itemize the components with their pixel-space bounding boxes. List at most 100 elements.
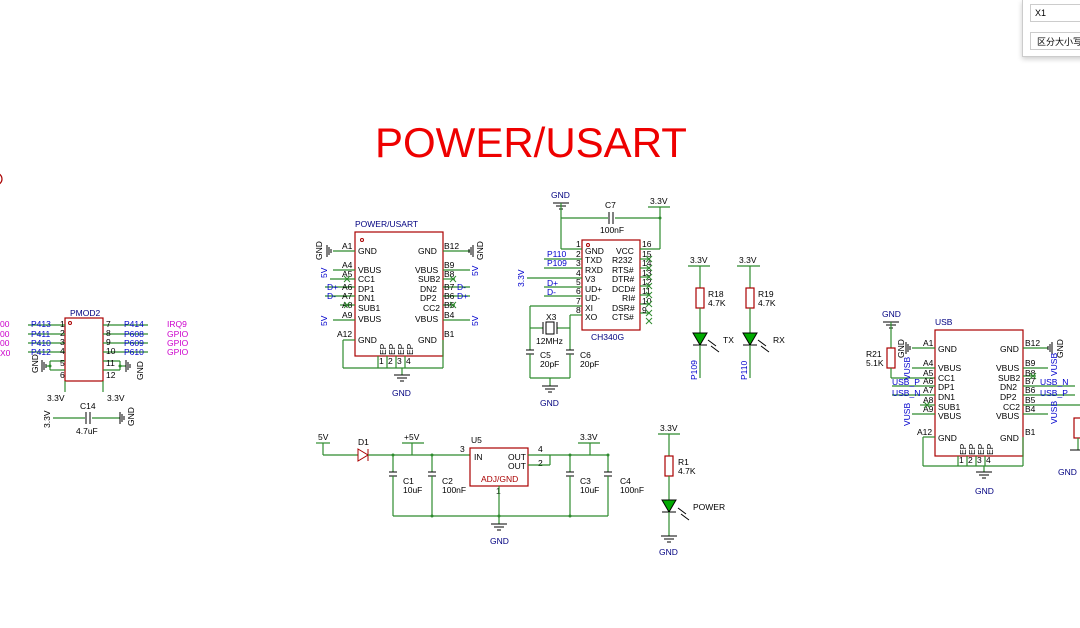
svg-text:GND: GND [1058, 467, 1077, 477]
func-label: GPIO [167, 338, 189, 348]
svg-text:EP: EP [405, 343, 415, 355]
pin-name: VBUS [358, 265, 381, 275]
led-power[interactable]: 3.3V R1 4.7K POWER GND [658, 423, 725, 557]
net-label: D- [457, 282, 466, 292]
pin-name: GND [358, 335, 377, 345]
svg-text:B5: B5 [1025, 395, 1036, 405]
led-rx[interactable]: 3.3V R19 4.7K RX P110 [737, 255, 785, 380]
pin-number: 7 [106, 319, 111, 329]
pin-name: DN2 [420, 284, 437, 294]
svg-text:B12: B12 [1025, 338, 1040, 348]
pin-number: B5 [444, 300, 455, 310]
func-label: IRQ9 [167, 319, 187, 329]
pin-number: A12 [337, 329, 352, 339]
net-label: D+ [547, 278, 558, 288]
cap-value: 4.7uF [76, 426, 98, 436]
svg-text:B1: B1 [1025, 427, 1036, 437]
svg-text:3.3V: 3.3V [516, 269, 526, 287]
pin-name: GND [418, 335, 437, 345]
pmod2-body [64, 317, 104, 382]
net-label: P109 [547, 258, 567, 268]
left-edge-labels: 00 00 00 X0 [0, 173, 11, 358]
svg-text:4: 4 [576, 268, 581, 278]
no-connect-icon [923, 401, 931, 409]
svg-text:100nF: 100nF [442, 485, 466, 495]
svg-text:2: 2 [968, 455, 973, 465]
pin-name: DN1 [358, 293, 375, 303]
svg-text:U5: U5 [471, 435, 482, 445]
svg-text:C6: C6 [580, 350, 591, 360]
svg-text:2: 2 [538, 458, 543, 468]
svg-text:GND: GND [938, 344, 957, 354]
usb-connector-data[interactable]: GND R21 5.1K USB A1 A4 A5 A6 A7 A8 [866, 309, 1080, 496]
net-label: 5V [319, 315, 329, 326]
svg-text:3.3V: 3.3V [580, 432, 598, 442]
edge-label: 00 [0, 329, 10, 339]
svg-text:VBUS: VBUS [996, 363, 1019, 373]
net-label: 5V [470, 315, 480, 326]
net-label: P110 [547, 249, 566, 259]
svg-text:4.7K: 4.7K [708, 298, 726, 308]
svg-text:4.7K: 4.7K [758, 298, 776, 308]
usb1-left: A1 A4 A5 A6 A7 A8 A9 A12 GND VBUS CC1 DP… [314, 241, 444, 369]
pin-number: A5 [342, 269, 353, 279]
svg-text:EP: EP [387, 343, 397, 355]
usb2-left: A1 A4 A5 A6 A7 A8 A9 A12 GND VBUS CC1 DP… [892, 338, 1024, 467]
svg-text:OUT: OUT [508, 452, 526, 462]
svg-text:A1: A1 [923, 338, 934, 348]
chip-ref: CH340G [591, 332, 624, 342]
power-label: 3.3V [107, 393, 125, 403]
svg-text:6: 6 [576, 286, 581, 296]
svg-text:B9: B9 [1025, 358, 1036, 368]
svg-text:VBUS: VBUS [996, 411, 1019, 421]
svg-text:12: 12 [642, 277, 652, 287]
svg-text:B4: B4 [1025, 404, 1036, 414]
edge-symbol [0, 173, 3, 185]
ch340g-chip[interactable]: CH340G GND C7 100nF 3.3V 1 2 3 4 5 [516, 190, 670, 408]
pin-number: A7 [342, 291, 353, 301]
svg-text:GND: GND [1055, 339, 1065, 358]
pin-number: 9 [106, 337, 111, 347]
regulator-u5[interactable]: 5V D1 +5V C1 10uF C2 100nF U5 IN 3 OUT 4… [316, 432, 644, 546]
svg-text:3.3V: 3.3V [690, 255, 708, 265]
svg-text:EP: EP [958, 443, 968, 455]
svg-text:10uF: 10uF [580, 485, 599, 495]
net-label: D+ [457, 291, 468, 301]
no-connect-icon [449, 275, 457, 283]
resistor-icon [1073, 417, 1080, 439]
svg-text:DN2: DN2 [1000, 382, 1017, 392]
crystal-x3: X3 12MHz C5 20pF C6 20pF GND [526, 305, 599, 408]
svg-text:B6: B6 [1025, 385, 1036, 395]
net-label: D+ [327, 282, 338, 292]
led-tx[interactable]: 3.3V R18 4.7K TX P109 [688, 255, 734, 380]
net-label: GND [314, 241, 324, 260]
svg-text:11: 11 [642, 286, 651, 296]
svg-text:SUB1: SUB1 [938, 402, 960, 412]
svg-text:R19: R19 [758, 289, 774, 299]
led-icon [742, 332, 758, 346]
resistor-icon [745, 287, 755, 309]
svg-text:20pF: 20pF [540, 359, 559, 369]
pin-number: 3 [60, 337, 65, 347]
svg-text:GND: GND [882, 309, 901, 319]
led-icon [661, 499, 677, 513]
svg-text:DTR#: DTR# [612, 274, 634, 284]
svg-text:VUSB: VUSB [1049, 353, 1059, 376]
svg-text:+5V: +5V [404, 432, 420, 442]
pin-name: SUB1 [358, 303, 380, 313]
pmod2-connector[interactable]: PMOD2 P413 P411 P410 P412 1 2 3 4 5 6 GN… [28, 308, 189, 436]
net-label: D- [327, 291, 336, 301]
svg-text:15: 15 [642, 249, 652, 259]
no-connect-icon [343, 275, 351, 283]
svg-text:ADJ/GND: ADJ/GND [481, 474, 518, 484]
svg-text:3.3V: 3.3V [739, 255, 757, 265]
svg-text:C7: C7 [605, 200, 616, 210]
svg-text:RXD: RXD [585, 265, 603, 275]
case-sensitive-option[interactable]: 区分大小写 [1030, 32, 1080, 50]
svg-text:RTS#: RTS# [612, 265, 634, 275]
search-input[interactable] [1030, 4, 1080, 22]
svg-text:14: 14 [642, 258, 652, 268]
usb-connector-power[interactable]: POWER/USART A1 A4 A5 A6 A7 A8 A9 A12 GND… [314, 219, 485, 398]
svg-text:XO: XO [585, 312, 598, 322]
